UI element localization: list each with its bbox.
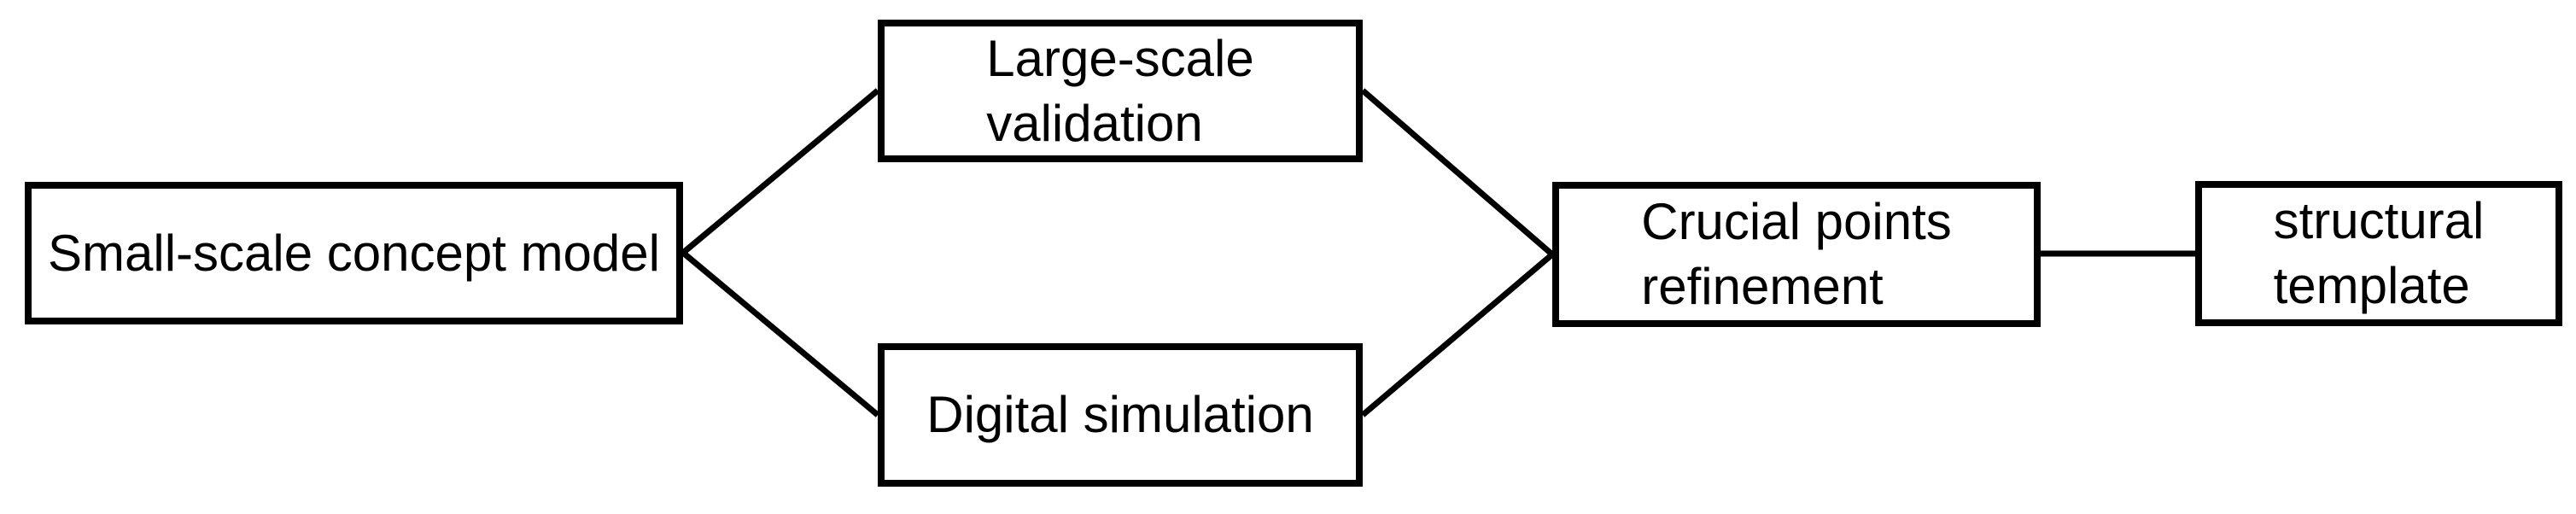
connector-concept-to-validation — [681, 88, 880, 255]
connector-simulation-to-refinement — [1360, 252, 1555, 418]
node-label: Small-scale concept model — [48, 224, 660, 282]
node-crucial-points-refinement: Crucial points refinement — [1552, 182, 2041, 327]
node-structural-template: structural template — [2195, 181, 2562, 326]
node-label: structural template — [2273, 192, 2485, 314]
node-label: Digital simulation — [926, 386, 1314, 443]
node-label: Large-scale validation — [986, 29, 1254, 152]
connector-validation-to-refinement — [1360, 88, 1555, 257]
node-digital-simulation: Digital simulation — [878, 343, 1363, 487]
node-small-scale-concept-model: Small-scale concept model — [25, 182, 683, 324]
connector-concept-to-simulation — [681, 250, 880, 418]
node-label: Crucial points refinement — [1641, 193, 1952, 315]
node-large-scale-validation: Large-scale validation — [878, 20, 1363, 162]
